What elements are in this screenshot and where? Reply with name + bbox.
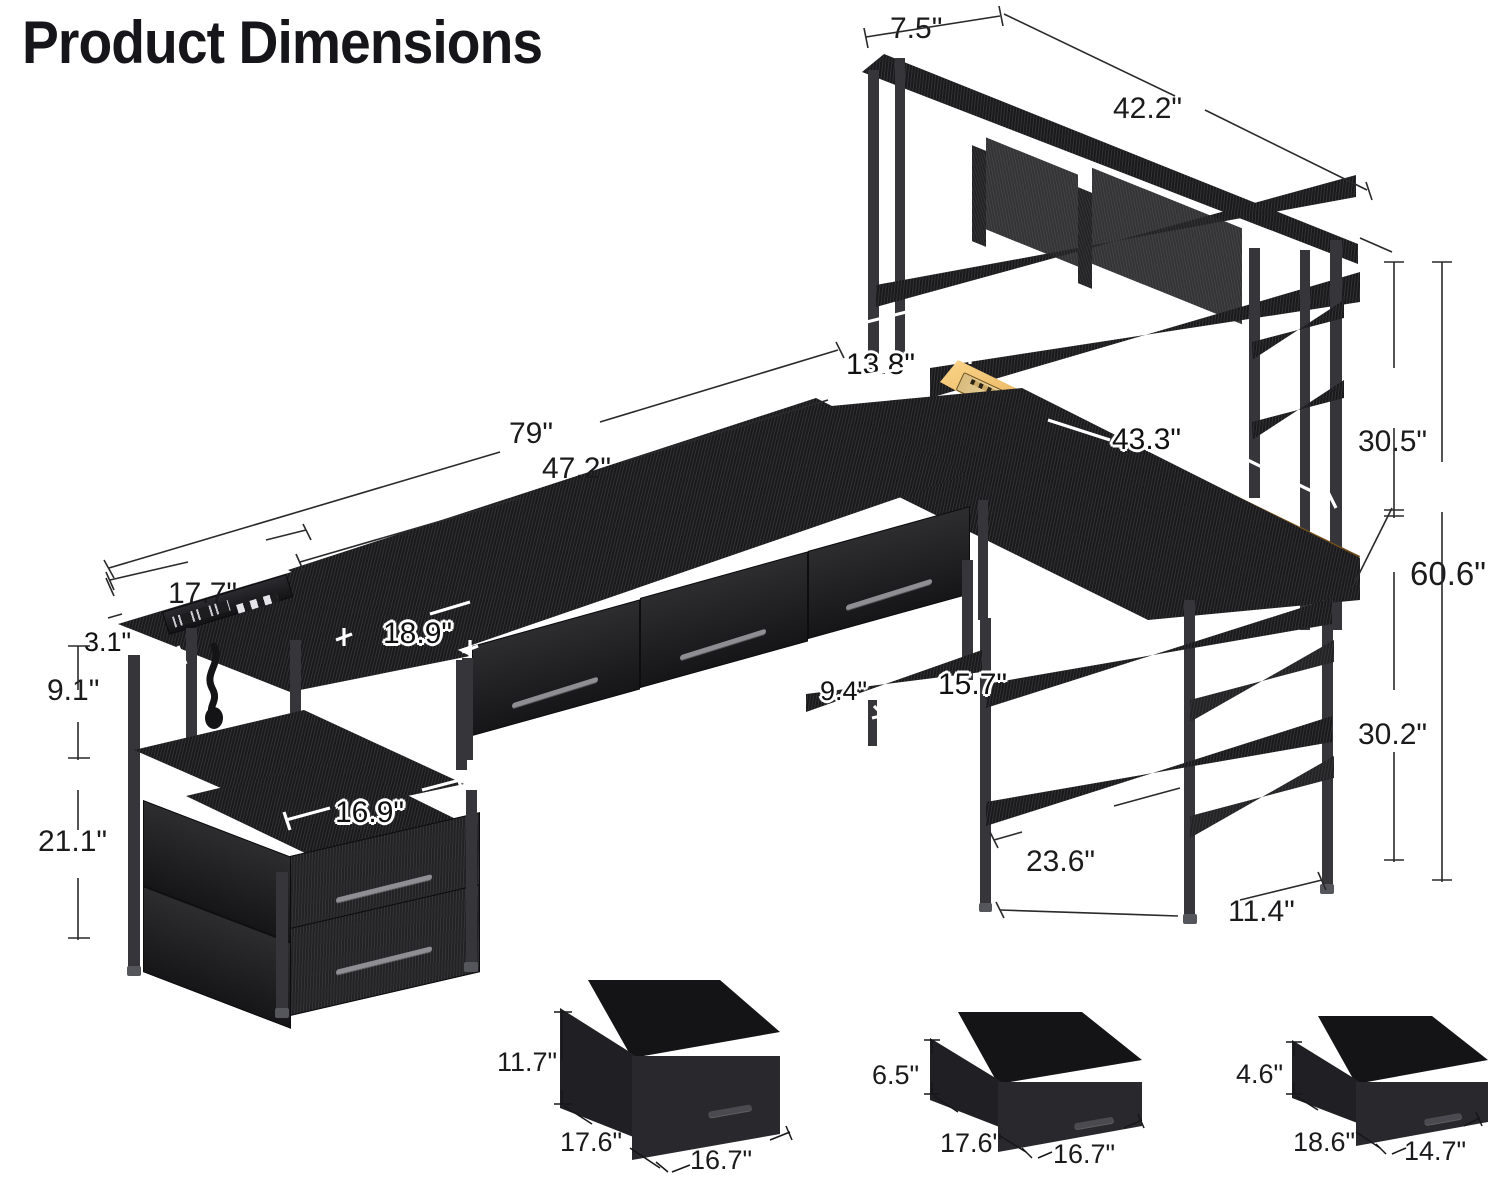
dim-hutch-shelf-gap: 13.8" [846, 348, 916, 381]
dim-bin-3-depth: 18.6" [1293, 1127, 1356, 1157]
dim-bin-1-depth: 17.6" [560, 1127, 623, 1157]
dim-bin-3-width: 14.7" [1404, 1136, 1467, 1166]
right-unit-foot-mid [1183, 914, 1197, 924]
hutch-leg-right-back [1330, 240, 1342, 630]
dim-upper-height: 30.5" [1358, 425, 1428, 458]
cpu-shelf-leg [868, 700, 877, 746]
right-unit-foot-back [1320, 884, 1334, 894]
left-tower-leg-rear [456, 660, 467, 770]
right-unit-foot-front [979, 903, 992, 912]
page-title: Product Dimensions [22, 9, 543, 76]
dim-bin-3-height: 4.6" [1236, 1059, 1284, 1089]
dim-left-return-width: 17.7" [168, 577, 238, 610]
desk-leg-back-right [978, 500, 988, 620]
file-cabinet-foot-left [127, 966, 141, 976]
hutch-divider-right [1078, 187, 1092, 289]
dim-right-shelf-depth: 11.4" [1228, 895, 1295, 928]
dim-cpu-shelf-depth: 9.4" [820, 676, 868, 706]
desk-leg-front-right [962, 560, 973, 680]
right-unit-leg-mid [1184, 600, 1195, 920]
dim-desk-depth: 18.9" [383, 617, 453, 650]
dim-bin-1-width: 16.7" [690, 1145, 753, 1175]
dim-desk-total-length: 79" [509, 417, 554, 450]
desk-drawer-right[interactable] [808, 506, 970, 639]
file-cabinet-leg-front [276, 872, 288, 1012]
dim-left-return-thickness: 3.1" [84, 627, 132, 657]
desk-leg-front-left [462, 658, 473, 760]
storage-bin-1 [560, 980, 780, 1160]
left-tower-leg-mid [290, 640, 301, 760]
dim-bin-2-depth: 17.6" [940, 1128, 1003, 1158]
right-unit-leg-front [980, 618, 991, 908]
dim-overall-height: 60.6" [1410, 555, 1486, 592]
power-plug [205, 707, 223, 729]
left-tower-leg-back [186, 628, 197, 738]
dim-lower-height: 30.2" [1358, 718, 1428, 751]
dim-left-tower-upper-height: 9.1" [47, 674, 100, 707]
dim-left-tower-lower-height: 21.1" [38, 825, 108, 858]
dim-bin-2-width: 16.7" [1053, 1139, 1116, 1169]
left-tower-leg-front [128, 655, 140, 975]
hutch-leg-right-front [1249, 248, 1260, 498]
hutch-cubby-back-left [986, 137, 1078, 267]
file-cabinet-foot-front [275, 1008, 289, 1018]
dim-desk-long-top: 47.2" [542, 452, 612, 485]
dim-right-shelf-width: 23.6" [1026, 845, 1096, 878]
dim-bin-1-height: 11.7" [497, 1047, 558, 1077]
dim-cpu-shelf-width: 15.7" [938, 668, 1008, 701]
right-unit-leg-back [1322, 600, 1333, 890]
dim-bin-2-height: 6.5" [872, 1060, 920, 1090]
dim-desk-right-top: 43.3" [1112, 423, 1182, 456]
hutch-leg-left-back [895, 58, 905, 358]
file-cabinet-leg-right [466, 790, 477, 970]
right-unit-side-shelf-lower [1190, 756, 1334, 838]
hutch-divider-left [972, 145, 986, 247]
hutch-leg-left-front [868, 70, 879, 370]
file-cabinet-foot-right [464, 962, 478, 972]
dim-hutch-width: 42.2" [1113, 92, 1183, 125]
dim-file-cabinet-top: 16.9" [335, 796, 405, 829]
dim-hutch-depth: 7.5" [890, 12, 943, 45]
